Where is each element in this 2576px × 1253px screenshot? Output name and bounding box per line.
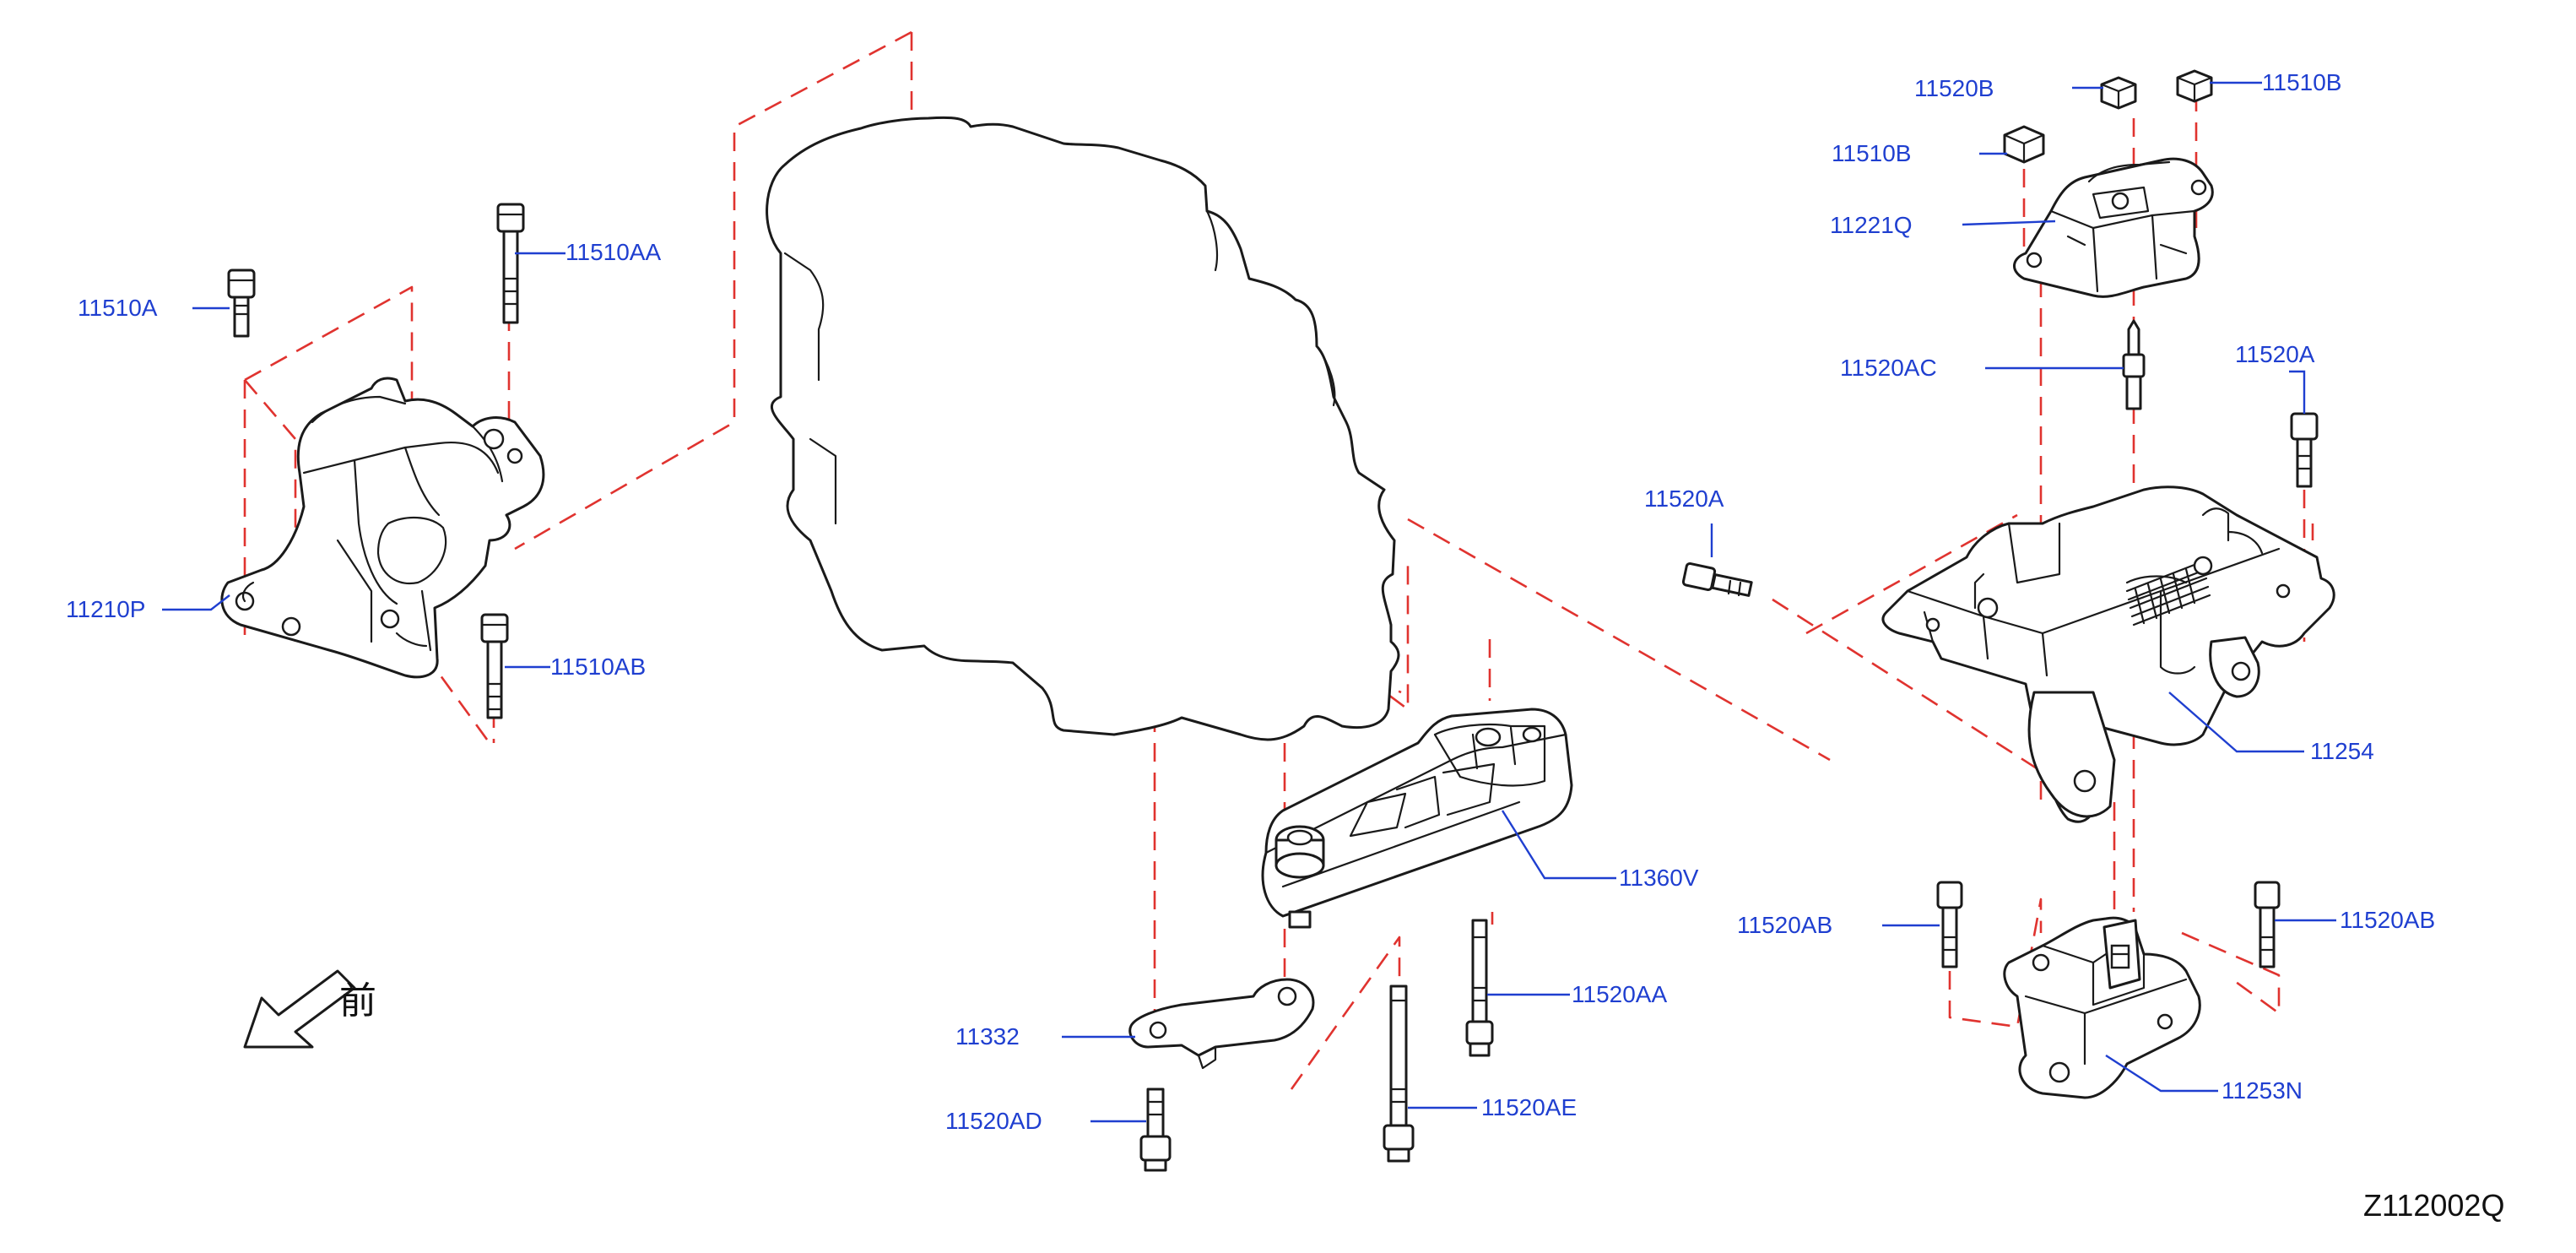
bolt-11510A — [227, 268, 256, 338]
callout-label: 11520A — [2235, 341, 2315, 367]
bracket-11254 — [1881, 485, 2335, 823]
bolt-11520A-right — [2290, 412, 2319, 488]
figure-reference-code: Z112002Q — [2363, 1188, 2504, 1223]
callout-label: 11510AA — [566, 239, 661, 265]
bolt-11510AA — [496, 203, 525, 324]
callout-label: 11520B — [1914, 75, 1994, 101]
callout-label: 11254 — [2310, 738, 2374, 764]
bolt-11520AE — [1383, 984, 1415, 1163]
front-direction-label: 前 — [339, 979, 376, 1022]
bolt-11520AD — [1139, 1088, 1172, 1172]
engine-block-outline — [766, 116, 1400, 741]
callout-label: 11510B — [1832, 140, 1911, 166]
stud-11520AC — [2122, 319, 2146, 410]
front-direction-arrow-icon — [243, 969, 356, 1049]
callout-label: 11520AC — [1840, 355, 1937, 381]
left-engine-mount-11210P — [220, 377, 545, 679]
callout-label: 11510B — [2262, 69, 2341, 95]
callout-labels: 11510AA 11510A 11210P 11510AB 11520B 115… — [66, 69, 2435, 1134]
leader-lines — [162, 81, 2336, 1123]
callout-label: 11520AE — [1481, 1094, 1577, 1120]
bracket-11332 — [1128, 978, 1315, 1070]
callout-label: 11520A — [1644, 485, 1724, 512]
torque-rod-11360V — [1261, 708, 1573, 929]
callout-label: 11210P — [66, 596, 145, 622]
mount-11253N — [2003, 916, 2201, 1099]
callout-label: 11520AA — [1572, 981, 1667, 1007]
bracket-grid-detail — [2125, 560, 2211, 626]
callout-label: 11332 — [955, 1023, 1020, 1050]
callout-label: 11520AD — [945, 1108, 1042, 1134]
callout-label: 11221Q — [1830, 212, 1913, 238]
bolt-11510AB — [480, 613, 509, 719]
callout-label: 11360V — [1619, 865, 1699, 891]
bolt-11520AB-right — [2254, 881, 2281, 968]
mount-11221Q — [2013, 157, 2214, 298]
callout-label: 11520AB — [2340, 907, 2435, 933]
bolt-11520AA — [1465, 919, 1494, 1057]
callout-label: 11510A — [78, 295, 158, 321]
bolt-11520A-left — [1681, 561, 1753, 597]
callout-label: 11253N — [2222, 1077, 2303, 1104]
bolt-11520AB-left — [1936, 881, 1963, 968]
nut-11510B-right — [2176, 69, 2213, 103]
callout-label: 11520AB — [1737, 912, 1832, 938]
nut-11510B-left — [2003, 125, 2045, 164]
callout-label: 11510AB — [550, 654, 646, 680]
nut-11520B — [2100, 76, 2137, 110]
